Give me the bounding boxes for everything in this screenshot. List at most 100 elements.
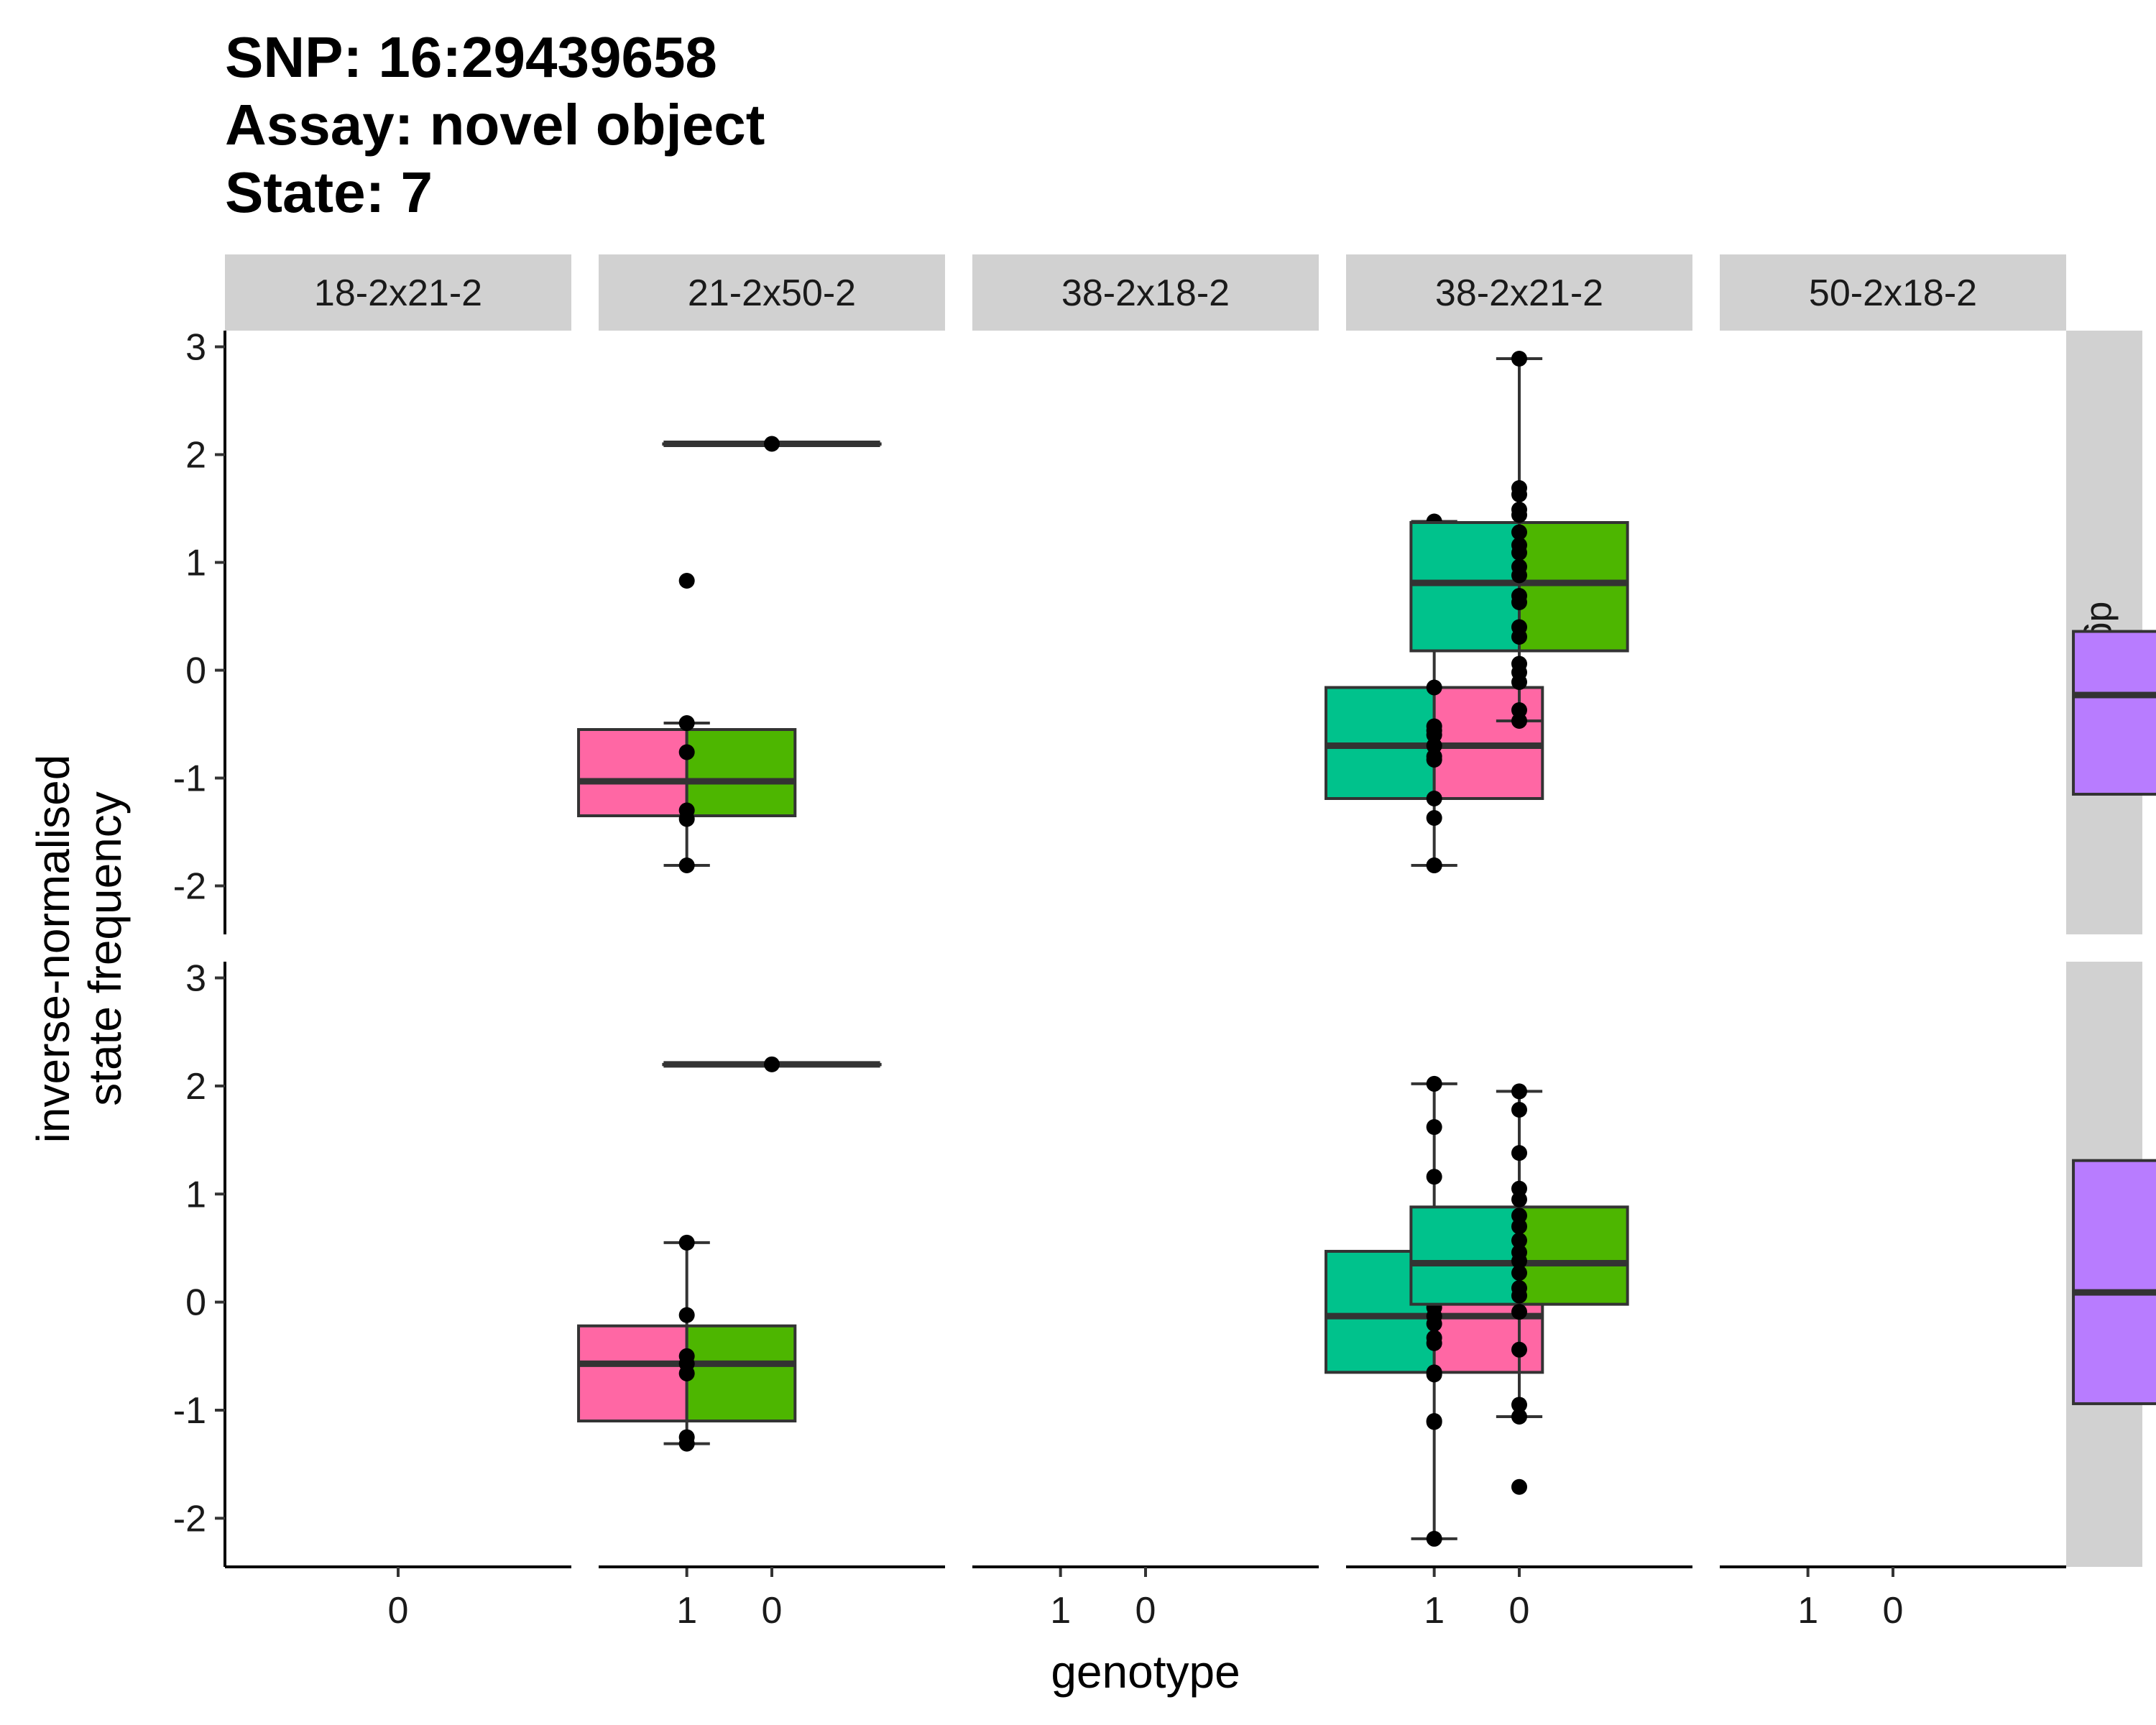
data-point: [1511, 1253, 1527, 1269]
data-point: [1426, 1315, 1442, 1332]
data-point: [1511, 1265, 1527, 1282]
data-point: [678, 857, 695, 873]
x-tick-label: 0: [388, 1590, 409, 1632]
box-group: [662, 436, 882, 452]
facet-strip-label: 18-2x21-2: [314, 272, 482, 314]
data-point: [1426, 810, 1442, 826]
facet-panel: [2072, 630, 2156, 796]
data-point: [678, 1307, 695, 1323]
facet-panel: [1325, 1075, 1544, 1547]
facet-panel: [2072, 1159, 2156, 1405]
facet-strip-label: 38-2x21-2: [1435, 272, 1603, 314]
data-point: [1511, 567, 1527, 584]
data-point: [1511, 1180, 1527, 1197]
title-line-snp: SNP: 16:29439658: [225, 25, 717, 89]
x-axis: 01: [1720, 1565, 2066, 1632]
data-point: [764, 1056, 780, 1072]
facet-strip-background: [1720, 254, 2066, 331]
x-tick-label: 1: [676, 1590, 697, 1632]
y-tick-label: -1: [173, 1390, 206, 1432]
y-axis-title-line: state frequency: [79, 791, 131, 1106]
x-axis-title: genotype: [1051, 1646, 1240, 1698]
facet-strip-column: 50-2x18-2: [1720, 254, 2066, 331]
facet-strip-background: [225, 254, 571, 331]
data-point: [1511, 594, 1527, 610]
data-point: [1511, 1083, 1527, 1100]
data-point: [678, 573, 695, 589]
data-point: [1426, 1366, 1442, 1383]
data-point: [678, 811, 695, 827]
data-point: [1426, 752, 1442, 768]
x-tick-label: 1: [1424, 1590, 1445, 1632]
y-tick-label: -2: [173, 1498, 206, 1540]
facet-panel: [577, 1234, 797, 1452]
facet-strip-column: 18-2x21-2: [225, 254, 571, 331]
box-group: [1409, 1083, 1629, 1495]
data-point: [1426, 857, 1442, 873]
box-left: [577, 728, 688, 817]
x-tick-label: 0: [762, 1590, 783, 1632]
data-point: [1511, 1208, 1527, 1224]
facet-panel: [1409, 351, 1629, 729]
data-point: [678, 1435, 695, 1452]
facet-strip-background: [599, 254, 945, 331]
y-axis-title-line: inverse-normalised: [27, 755, 79, 1144]
facet-strip-column: 21-2x50-2: [599, 254, 945, 331]
box-group: [577, 1234, 797, 1452]
facet-strip-background: [1346, 254, 1692, 331]
data-point: [1426, 1075, 1442, 1092]
data-point: [1511, 674, 1527, 690]
data-point: [1511, 713, 1527, 729]
data-point: [1426, 1530, 1442, 1547]
facet-strip-background: [972, 254, 1319, 331]
facet-panel: [577, 573, 797, 873]
box-left: [2072, 1159, 2156, 1405]
data-point: [1511, 629, 1527, 645]
x-tick-label: 1: [1050, 1590, 1071, 1632]
data-point: [1426, 679, 1442, 696]
box-group: [2072, 630, 2156, 796]
box-right: [685, 728, 797, 817]
facet-panel: [662, 1056, 882, 1072]
box-group: [577, 573, 797, 873]
data-point: [1511, 487, 1527, 502]
box-right: [1518, 1205, 1629, 1306]
data-point: [1511, 1341, 1527, 1358]
title-line-assay: Assay: novel object: [225, 93, 765, 157]
data-point: [1511, 1101, 1527, 1118]
data-point: [1511, 524, 1527, 540]
data-point: [1426, 1335, 1442, 1351]
data-point: [678, 1234, 695, 1251]
data-point: [1511, 1304, 1527, 1320]
x-tick-label: 0: [1135, 1590, 1156, 1632]
data-point: [1511, 1397, 1527, 1413]
facet-strip-label: 38-2x18-2: [1061, 272, 1230, 314]
data-point: [1511, 1191, 1527, 1208]
data-point: [1511, 1409, 1527, 1425]
y-tick-label: 0: [185, 650, 206, 692]
y-tick-label: -2: [173, 866, 206, 908]
data-point: [1426, 1414, 1442, 1430]
facet-strip-column: 38-2x21-2: [1346, 254, 1692, 331]
title-line-state: State: 7: [225, 160, 433, 224]
facet-strip-label: 50-2x18-2: [1809, 272, 1977, 314]
data-point: [1511, 1218, 1527, 1235]
data-point: [1426, 791, 1442, 806]
x-tick-label: 0: [1509, 1590, 1530, 1632]
data-point: [678, 715, 695, 731]
box-left: [577, 1324, 688, 1423]
box-group: [1409, 351, 1629, 729]
y-tick-label: 2: [185, 435, 206, 477]
data-point: [1511, 1478, 1527, 1495]
box-right: [685, 1324, 797, 1423]
x-tick-label: 1: [1797, 1590, 1818, 1632]
x-tick-label: 0: [1883, 1590, 1904, 1632]
box-left: [1409, 521, 1521, 653]
y-tick-label: 0: [185, 1282, 206, 1324]
